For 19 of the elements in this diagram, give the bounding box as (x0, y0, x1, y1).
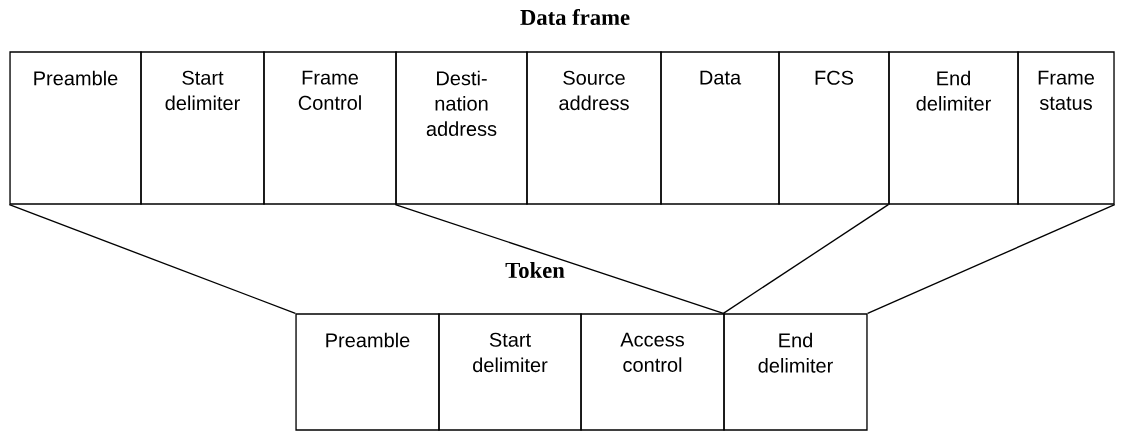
projection-line (866, 204, 1116, 314)
field-cell: Start delimiter (438, 313, 582, 431)
projection-line (8, 204, 297, 314)
field-cell: Start delimiter (140, 51, 265, 205)
field-cell: Frame status (1017, 51, 1115, 205)
field-cell: End delimiter (723, 313, 868, 431)
field-cell: Frame Control (263, 51, 397, 205)
field-cell: Data (660, 51, 780, 205)
projection-line (394, 204, 725, 314)
frame-heading: Data frame (520, 8, 630, 26)
field-cell: Access control (580, 313, 725, 431)
projection-line (722, 204, 889, 314)
field-cell: Preamble (9, 51, 142, 205)
field-cell: FCS (778, 51, 890, 205)
field-cell: Desti-nation address (395, 51, 528, 205)
field-cell: Source address (526, 51, 662, 205)
field-cell: Preamble (295, 313, 440, 431)
field-cell: End delimiter (888, 51, 1019, 205)
frame-heading: Token (505, 262, 565, 278)
